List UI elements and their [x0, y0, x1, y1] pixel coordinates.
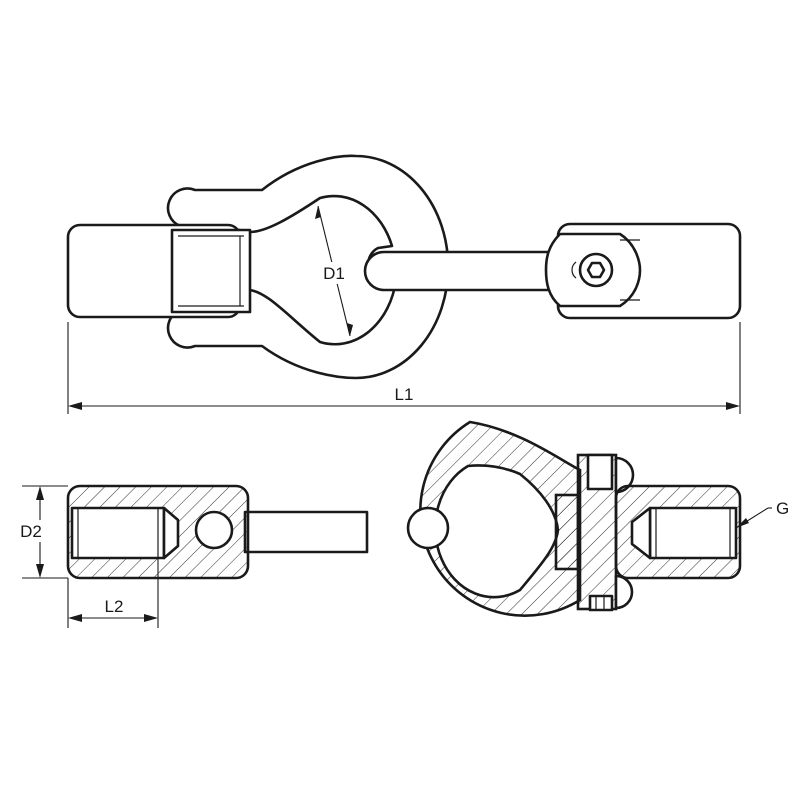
section-view: D2 L2 G: [14, 420, 789, 628]
right-fitting-section: [614, 484, 742, 580]
l1-label: L1: [395, 385, 414, 404]
g-label: G: [776, 499, 789, 518]
shackle-bow-top: [166, 154, 450, 380]
hex-socket-icon: [578, 252, 614, 288]
dimension-d2: D2: [14, 485, 68, 579]
shackle-ring-section: [406, 420, 582, 617]
leader-g: G: [735, 499, 789, 529]
left-fitting-top: [66, 223, 252, 319]
rod-top: [363, 250, 558, 292]
l2-label: L2: [105, 597, 124, 616]
dimension-l1: L1: [67, 322, 741, 414]
top-view: D1 L1: [66, 154, 742, 414]
right-fitting-top: [544, 222, 742, 320]
dimension-l2: L2: [67, 558, 159, 628]
d1-label: D1: [323, 264, 345, 283]
left-fitting-section: [66, 484, 250, 580]
rod-section: [243, 510, 369, 554]
dimension-d1: D1: [315, 205, 353, 337]
hex-head-icon: [586, 261, 606, 279]
shackle-bolt-section: [554, 453, 635, 612]
d2-label: D2: [20, 522, 42, 541]
